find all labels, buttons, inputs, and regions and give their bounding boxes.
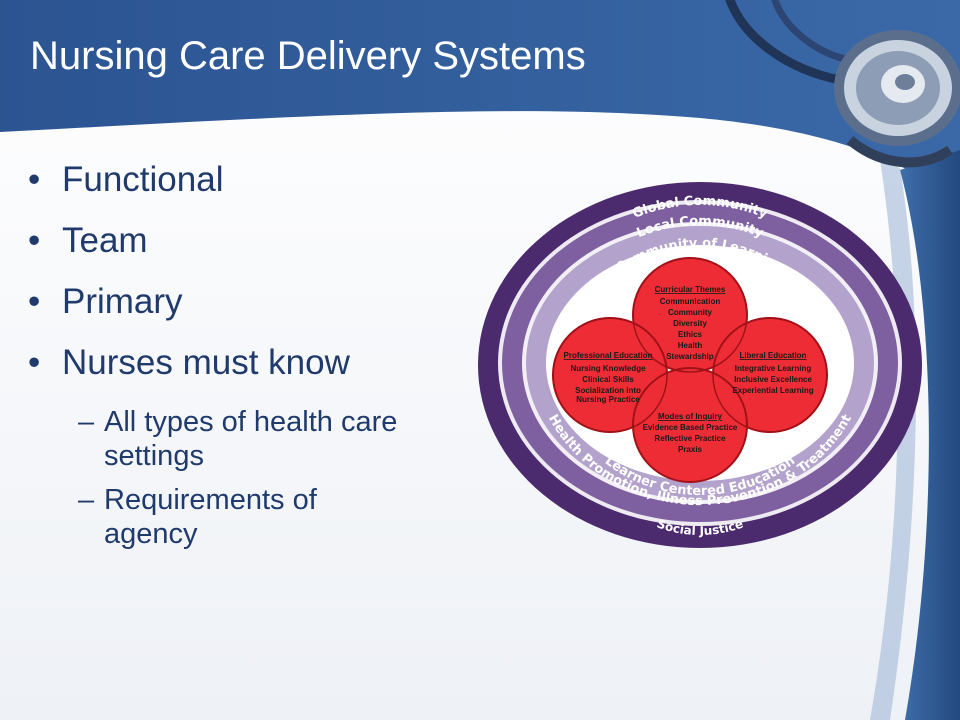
petal-modes-of-inquiry [632, 367, 748, 483]
sub-bullet-item: Requirements of agency [78, 483, 418, 551]
sub-bullet-list: All types of health care settings Requir… [78, 405, 418, 561]
sub-bullet-item: All types of health care settings [78, 405, 418, 473]
curricular-item: Communication [660, 297, 721, 306]
bullet-item: Functional [26, 160, 446, 200]
liberal-item: Inclusive Excellence [734, 375, 812, 384]
inquiry-item: Evidence Based Practice [643, 423, 738, 432]
bullet-item: Primary [26, 282, 446, 322]
liberal-item: Integrative Learning [735, 364, 812, 373]
inquiry-heading: Modes of Inquiry [658, 412, 723, 421]
professional-item: Nursing Knowledge [570, 364, 646, 373]
bullet-list: Functional Team Primary Nurses must know [26, 160, 446, 404]
curricular-item: Stewardship [666, 352, 714, 361]
curricular-heading: Curricular Themes [655, 285, 726, 294]
stethoscope-icon [725, 0, 960, 168]
liberal-item: Experiential Learning [732, 386, 813, 395]
bullet-item: Nurses must know [26, 343, 446, 383]
professional-item: Nursing Practice [576, 395, 640, 404]
curricular-item: Ethics [678, 330, 703, 339]
professional-heading: Professional Education [564, 351, 653, 360]
ring-label-social-justice: Social Justice [655, 517, 745, 539]
bullet-item: Team [26, 221, 446, 261]
inquiry-item: Reflective Practice [654, 434, 726, 443]
slide-title: Nursing Care Delivery Systems [30, 34, 586, 78]
curricular-item: Diversity [673, 319, 707, 328]
professional-item: Clinical Skills [582, 375, 634, 384]
curricular-item: Health [678, 341, 703, 350]
curricular-item: Community [668, 308, 713, 317]
nursing-education-model-diagram: Global Community Local Community Communi… [478, 182, 922, 548]
professional-item: Socialization into [575, 386, 641, 395]
liberal-heading: Liberal Education [739, 351, 806, 360]
inquiry-item: Praxis [678, 445, 703, 454]
